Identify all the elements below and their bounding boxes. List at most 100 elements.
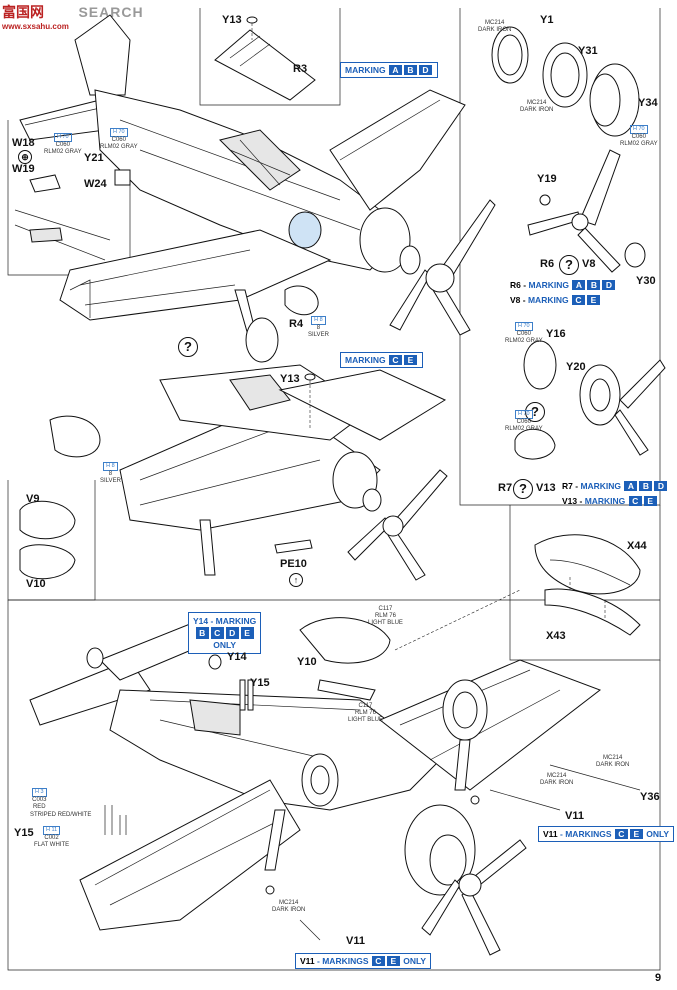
paint-h-code: H 8	[103, 462, 118, 471]
crosshair-icon: ⊕	[18, 150, 32, 164]
paint-name: DARK IRON	[520, 107, 554, 113]
paint-h8-r4: H 8 8 SILVER	[308, 316, 329, 339]
paint-h11-white: H 11 C002 FLAT WHITE	[34, 826, 69, 849]
paint-name: RLM02 GRAY	[44, 149, 82, 155]
part-y1-label: Y1	[540, 14, 554, 26]
paint-name: DARK IRON	[540, 780, 574, 786]
part-v11a-label: V11	[565, 810, 584, 822]
marking-letter: C	[371, 956, 385, 966]
part-y21-label: Y21	[84, 152, 104, 164]
paint-mc214-v11b: MC214 DARK IRON	[272, 900, 305, 914]
marking-part: V11	[300, 956, 315, 966]
watermark-url: www.sxsahu.com	[2, 22, 69, 31]
marking-line1: Y14 - MARKING	[193, 616, 257, 626]
part-r3-label: R3	[293, 63, 308, 75]
marking-prefix: MARKING	[345, 355, 386, 365]
paint-code: MC214	[279, 900, 299, 906]
paint-name: DARK IRON	[272, 907, 306, 913]
paint-c-code: C002	[44, 835, 59, 841]
part-x44-label: X44	[627, 540, 647, 552]
paint-c117-y10: C117 RLM 76 LIGHT BLUE	[368, 606, 403, 627]
marking-letter: A	[572, 280, 586, 290]
marking-prefix: MARKING	[528, 280, 570, 290]
paint-name: RLM02 GRAY	[505, 338, 543, 344]
marking-letter: B	[403, 65, 417, 75]
marking-letter: B	[195, 627, 209, 639]
frame-r3-panel	[199, 8, 341, 106]
marking-prefix: MARKINGS	[565, 829, 612, 839]
question-icon: ?	[525, 402, 545, 422]
paint-name: LIGHT BLUE	[368, 620, 403, 626]
paint-h-code: H 11	[42, 826, 61, 835]
paint-mc214-y1: MC214 DARK IRON	[478, 20, 511, 34]
paint-name: DARK IRON	[478, 27, 512, 33]
marking-suffix: ONLY	[403, 956, 427, 966]
paint-name: RED	[32, 804, 46, 810]
paint-name: DARK IRON	[596, 762, 630, 768]
marking-prefix: MARKINGS	[322, 956, 369, 966]
marking-part: V13	[562, 496, 578, 506]
paint-code: MC214	[527, 100, 547, 106]
question-icon: ?	[178, 337, 198, 357]
marking-letter: D	[654, 481, 668, 491]
part-y14-label: Y14	[227, 651, 247, 663]
paint-c-code: C060	[111, 137, 126, 143]
question-icon: ?	[559, 255, 579, 275]
paint-h8-cowl: H 8 8 SILVER	[100, 462, 121, 485]
paint-c-code: C060	[516, 331, 531, 337]
marking-part: R7	[562, 481, 573, 491]
paint-name: LIGHT BLUE	[348, 717, 383, 723]
part-r7-label: R7	[498, 482, 513, 494]
part-y13a-label: Y13	[222, 14, 242, 26]
marking-prefix: MARKING	[527, 295, 569, 305]
paint-h-code: H 3	[32, 788, 47, 797]
paint-code: C117	[358, 703, 373, 709]
marking-suffix: ONLY	[646, 829, 670, 839]
marking-prefix: MARKING	[584, 496, 626, 506]
part-w24-label: W24	[84, 178, 107, 190]
marking-letter: C	[571, 295, 585, 305]
paint-c-code: 8	[316, 325, 321, 331]
part-v8-label: V8	[582, 258, 596, 270]
part-x43-label: X43	[546, 630, 566, 642]
frame-canopy-detail	[509, 505, 661, 661]
marking-letter: D	[602, 280, 616, 290]
paint-c-code: C003	[32, 797, 47, 803]
part-y20-label: Y20	[566, 361, 586, 373]
paint-mc214-y31: MC214 DARK IRON	[520, 100, 553, 114]
part-y36-label: Y36	[640, 791, 660, 803]
paint-mc214-v11: MC214 DARK IRON	[540, 773, 573, 787]
paint-code: MC214	[547, 773, 567, 779]
frame-bottom	[7, 600, 661, 971]
part-y19-label: Y19	[537, 173, 557, 185]
marking-letter: C	[388, 355, 402, 365]
marking-letter: E	[643, 496, 657, 506]
marking-letter: C	[628, 496, 642, 506]
paint-name: RLM02 GRAY	[100, 144, 138, 150]
paint-h70-y21: H 70 C060 RLM02 GRAY	[100, 128, 138, 151]
marking-letter: A	[624, 481, 638, 491]
marking-letter: E	[386, 956, 400, 966]
paint-name: SILVER	[308, 332, 329, 338]
paint-code: C117	[378, 606, 393, 612]
marking-letter: E	[240, 627, 254, 639]
part-pe10-label: PE10	[280, 558, 307, 570]
paint-c117-y10b: C117 RLM 76 LIGHT BLUE	[348, 703, 383, 724]
part-y13b-label: Y13	[280, 373, 300, 385]
part-r6-label: R6	[540, 258, 555, 270]
paint-rlm: RLM 76	[354, 710, 376, 716]
marking-letter: A	[388, 65, 402, 75]
part-y15a-label: Y15	[250, 677, 270, 689]
watermark-brand-cn: 富国网	[2, 4, 44, 20]
part-v13-label: V13	[536, 482, 556, 494]
marking-letter: C	[210, 627, 224, 639]
paint-name: RLM02 GRAY	[620, 141, 658, 147]
aircraft-middle-illustration	[19, 364, 448, 581]
paint-h-code: H 70	[629, 125, 648, 134]
paint-striped: STRIPED RED/WHITE	[30, 812, 92, 818]
